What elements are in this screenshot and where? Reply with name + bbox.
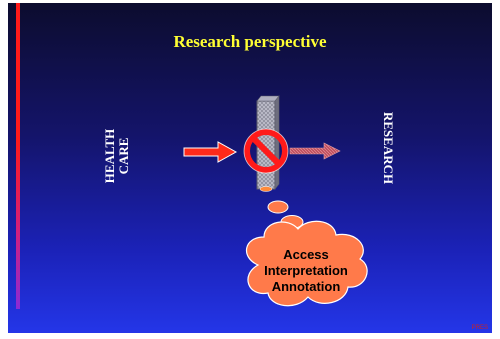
hatched-arrow-icon bbox=[289, 142, 341, 160]
slide: Research perspective HEALTH CARE RESEARC… bbox=[8, 3, 492, 333]
arrow-right-icon bbox=[183, 141, 238, 163]
cloud-line-interpretation: Interpretation bbox=[264, 263, 348, 278]
slide-number: PRES bbox=[471, 325, 488, 331]
accent-bar bbox=[16, 3, 20, 309]
thought-cloud-icon bbox=[246, 220, 368, 307]
cloud-line-annotation: Annotation bbox=[272, 279, 341, 294]
cloud-line-access: Access bbox=[283, 247, 329, 262]
slide-title: Research perspective bbox=[173, 32, 327, 51]
diagram: Access Interpretation Annotation bbox=[183, 95, 368, 307]
no-entry-icon bbox=[243, 128, 289, 174]
